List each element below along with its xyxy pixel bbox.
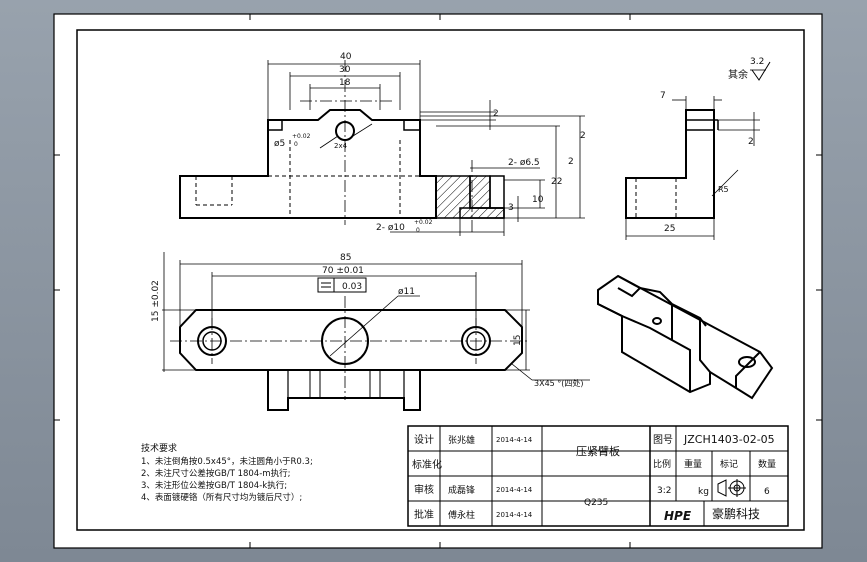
hole-top-tol-lo: 0 bbox=[294, 141, 298, 148]
dim-2-b: 2 bbox=[568, 157, 574, 167]
qty-label: 数量 bbox=[758, 458, 776, 470]
dim-85: 85 bbox=[340, 253, 351, 263]
hole-top-tol: +0.02 bbox=[292, 133, 311, 140]
dim-7: 7 bbox=[660, 91, 666, 101]
dim-11: ø11 bbox=[398, 287, 415, 297]
dim-2-top: 2 bbox=[493, 109, 499, 119]
weight-unit: kg bbox=[698, 487, 709, 497]
side-view bbox=[625, 96, 760, 240]
review-label: 审核 bbox=[414, 483, 434, 496]
design-name: 张兆雄 bbox=[448, 434, 475, 446]
hole-bottom-tol: +0.02 bbox=[414, 219, 433, 226]
dim-25: 25 bbox=[664, 224, 675, 234]
hole-top-dim: ø5 bbox=[274, 139, 285, 149]
projection-symbol-icon bbox=[717, 479, 746, 497]
isometric-view bbox=[597, 274, 774, 400]
side-view-dim-labels: 7 2 R5 25 bbox=[660, 91, 754, 234]
dim-40: 40 bbox=[340, 52, 352, 62]
top-view-dim-labels: 85 70 ±0.01 0.03 ø11 15 ±0.02 15 3X45 °(… bbox=[151, 253, 584, 388]
dim-2-side: 2 bbox=[748, 137, 754, 147]
company-logo: HPE bbox=[664, 509, 692, 523]
note-line-4: 4、表面镀硬铬（所有尺寸均为镀后尺寸）; bbox=[141, 492, 302, 503]
roughness-label: 其余 bbox=[728, 68, 748, 81]
dim-30: 30 bbox=[339, 65, 351, 75]
drawing-no: JZCH1403-02-05 bbox=[683, 433, 775, 446]
mark-label: 标记 bbox=[720, 458, 738, 470]
design-date: 2014-4-14 bbox=[496, 436, 533, 444]
technical-notes: 技术要求 1、未注倒角按0.5x45°，未注圆角小于R0.3; 2、未注尺寸公差… bbox=[141, 442, 313, 503]
review-date: 2014-4-14 bbox=[496, 486, 533, 494]
review-name: 成磊锋 bbox=[448, 484, 475, 496]
part-name: 压紧臂板 bbox=[576, 444, 620, 458]
scale-value: 3:2 bbox=[657, 486, 671, 496]
material: Q235 bbox=[584, 498, 608, 508]
hole-bottom-dim: 2- ø10 bbox=[376, 223, 405, 233]
dim-3: 3 bbox=[508, 203, 514, 213]
dim-22: 22 bbox=[551, 177, 562, 187]
title-block bbox=[407, 425, 789, 527]
standard-label: 标准化 bbox=[412, 458, 442, 471]
dim-15: 15 bbox=[513, 335, 523, 346]
dim-18: 18 bbox=[339, 78, 351, 88]
weight-label: 重量 bbox=[684, 458, 702, 470]
design-label: 设计 bbox=[414, 433, 434, 446]
drawing-no-label: 图号 bbox=[653, 434, 673, 446]
dim-15-tol: 15 ±0.02 bbox=[151, 280, 161, 322]
approve-date: 2014-4-14 bbox=[496, 511, 533, 519]
dim-2-right: 2 bbox=[580, 131, 586, 141]
hole-bottom-tol-lo: 0 bbox=[416, 227, 420, 234]
roughness-value: 3.2 bbox=[750, 57, 764, 67]
note-line-2: 2、未注尺寸公差按GB/T 1804-m执行; bbox=[141, 468, 290, 479]
counterbore-dim: 2- ø6.5 bbox=[508, 158, 540, 168]
company-name: 豪鹏科技 bbox=[712, 506, 760, 521]
dim-70: 70 ±0.01 bbox=[322, 266, 364, 276]
front-view-dimensions bbox=[267, 60, 585, 236]
front-view-dim-labels: 40 30 18 2 2 2 22 10 3 ø5 +0.02 0 2x4 2-… bbox=[274, 52, 586, 234]
drawing-border bbox=[76, 29, 805, 531]
approve-name: 傅永柱 bbox=[448, 509, 475, 521]
notes-title: 技术要求 bbox=[141, 442, 177, 454]
flatness-value: 0.03 bbox=[342, 282, 362, 292]
top-view bbox=[162, 252, 590, 411]
title-block-text: 设计 张兆雄 2014-4-14 标准化 审核 成磊锋 2014-4-14 批准… bbox=[412, 433, 776, 523]
dim-10: 10 bbox=[532, 195, 544, 205]
note-line-3: 3、未注形位公差按GB/T 1804-k执行; bbox=[141, 480, 287, 491]
chamfer-note: 3X45 °(四处) bbox=[534, 378, 584, 388]
scale-label: 比例 bbox=[653, 458, 671, 470]
border-ticks bbox=[54, 14, 822, 548]
dim-2x4: 2x4 bbox=[334, 142, 348, 150]
note-line-1: 1、未注倒角按0.5x45°，未注圆角小于R0.3; bbox=[141, 456, 313, 467]
roughness-symbol: 其余 3.2 bbox=[728, 57, 771, 81]
qty-value: 6 bbox=[764, 487, 770, 497]
approve-label: 批准 bbox=[414, 508, 434, 521]
dim-r5: R5 bbox=[718, 185, 729, 194]
drawing-sheet bbox=[53, 13, 823, 549]
